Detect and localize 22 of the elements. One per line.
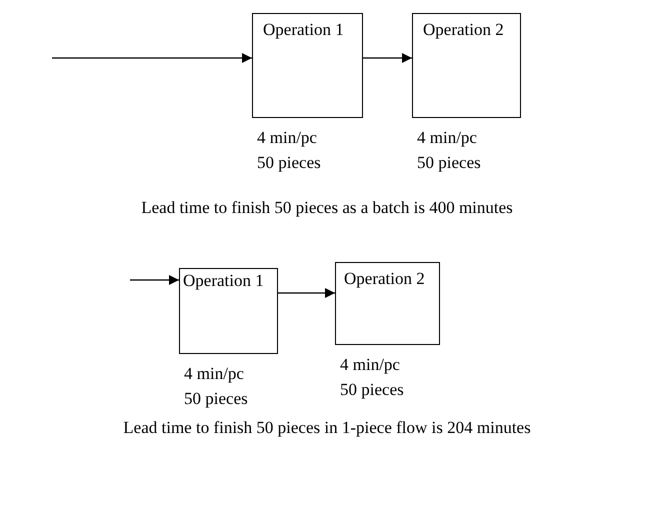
note-text: 50 pieces — [257, 152, 321, 174]
arrow — [130, 275, 179, 285]
note-text: 4 min/pc — [340, 354, 400, 376]
note-text: 50 pieces — [340, 379, 404, 401]
note-text: 4 min/pc — [257, 127, 317, 149]
process-box — [412, 13, 521, 118]
arrow — [363, 53, 412, 63]
box-label: Operation 1 — [183, 271, 264, 291]
box-label: Operation 2 — [344, 269, 425, 289]
note-text: 50 pieces — [417, 152, 481, 174]
process-box — [252, 13, 363, 118]
caption-text: Lead time to finish 50 pieces as a batch is 400 minutes — [140, 198, 514, 218]
note-text: 50 pieces — [184, 388, 248, 410]
note-text: 4 min/pc — [417, 127, 477, 149]
process-box — [335, 262, 440, 345]
box-label: Operation 1 — [263, 20, 344, 40]
arrow — [52, 53, 252, 63]
caption-text: Lead time to finish 50 pieces in 1-piece flow is 204 minutes — [122, 418, 532, 438]
note-text: 4 min/pc — [184, 363, 244, 385]
process-box — [179, 268, 278, 354]
box-label: Operation 2 — [423, 20, 504, 40]
arrow — [278, 288, 335, 298]
